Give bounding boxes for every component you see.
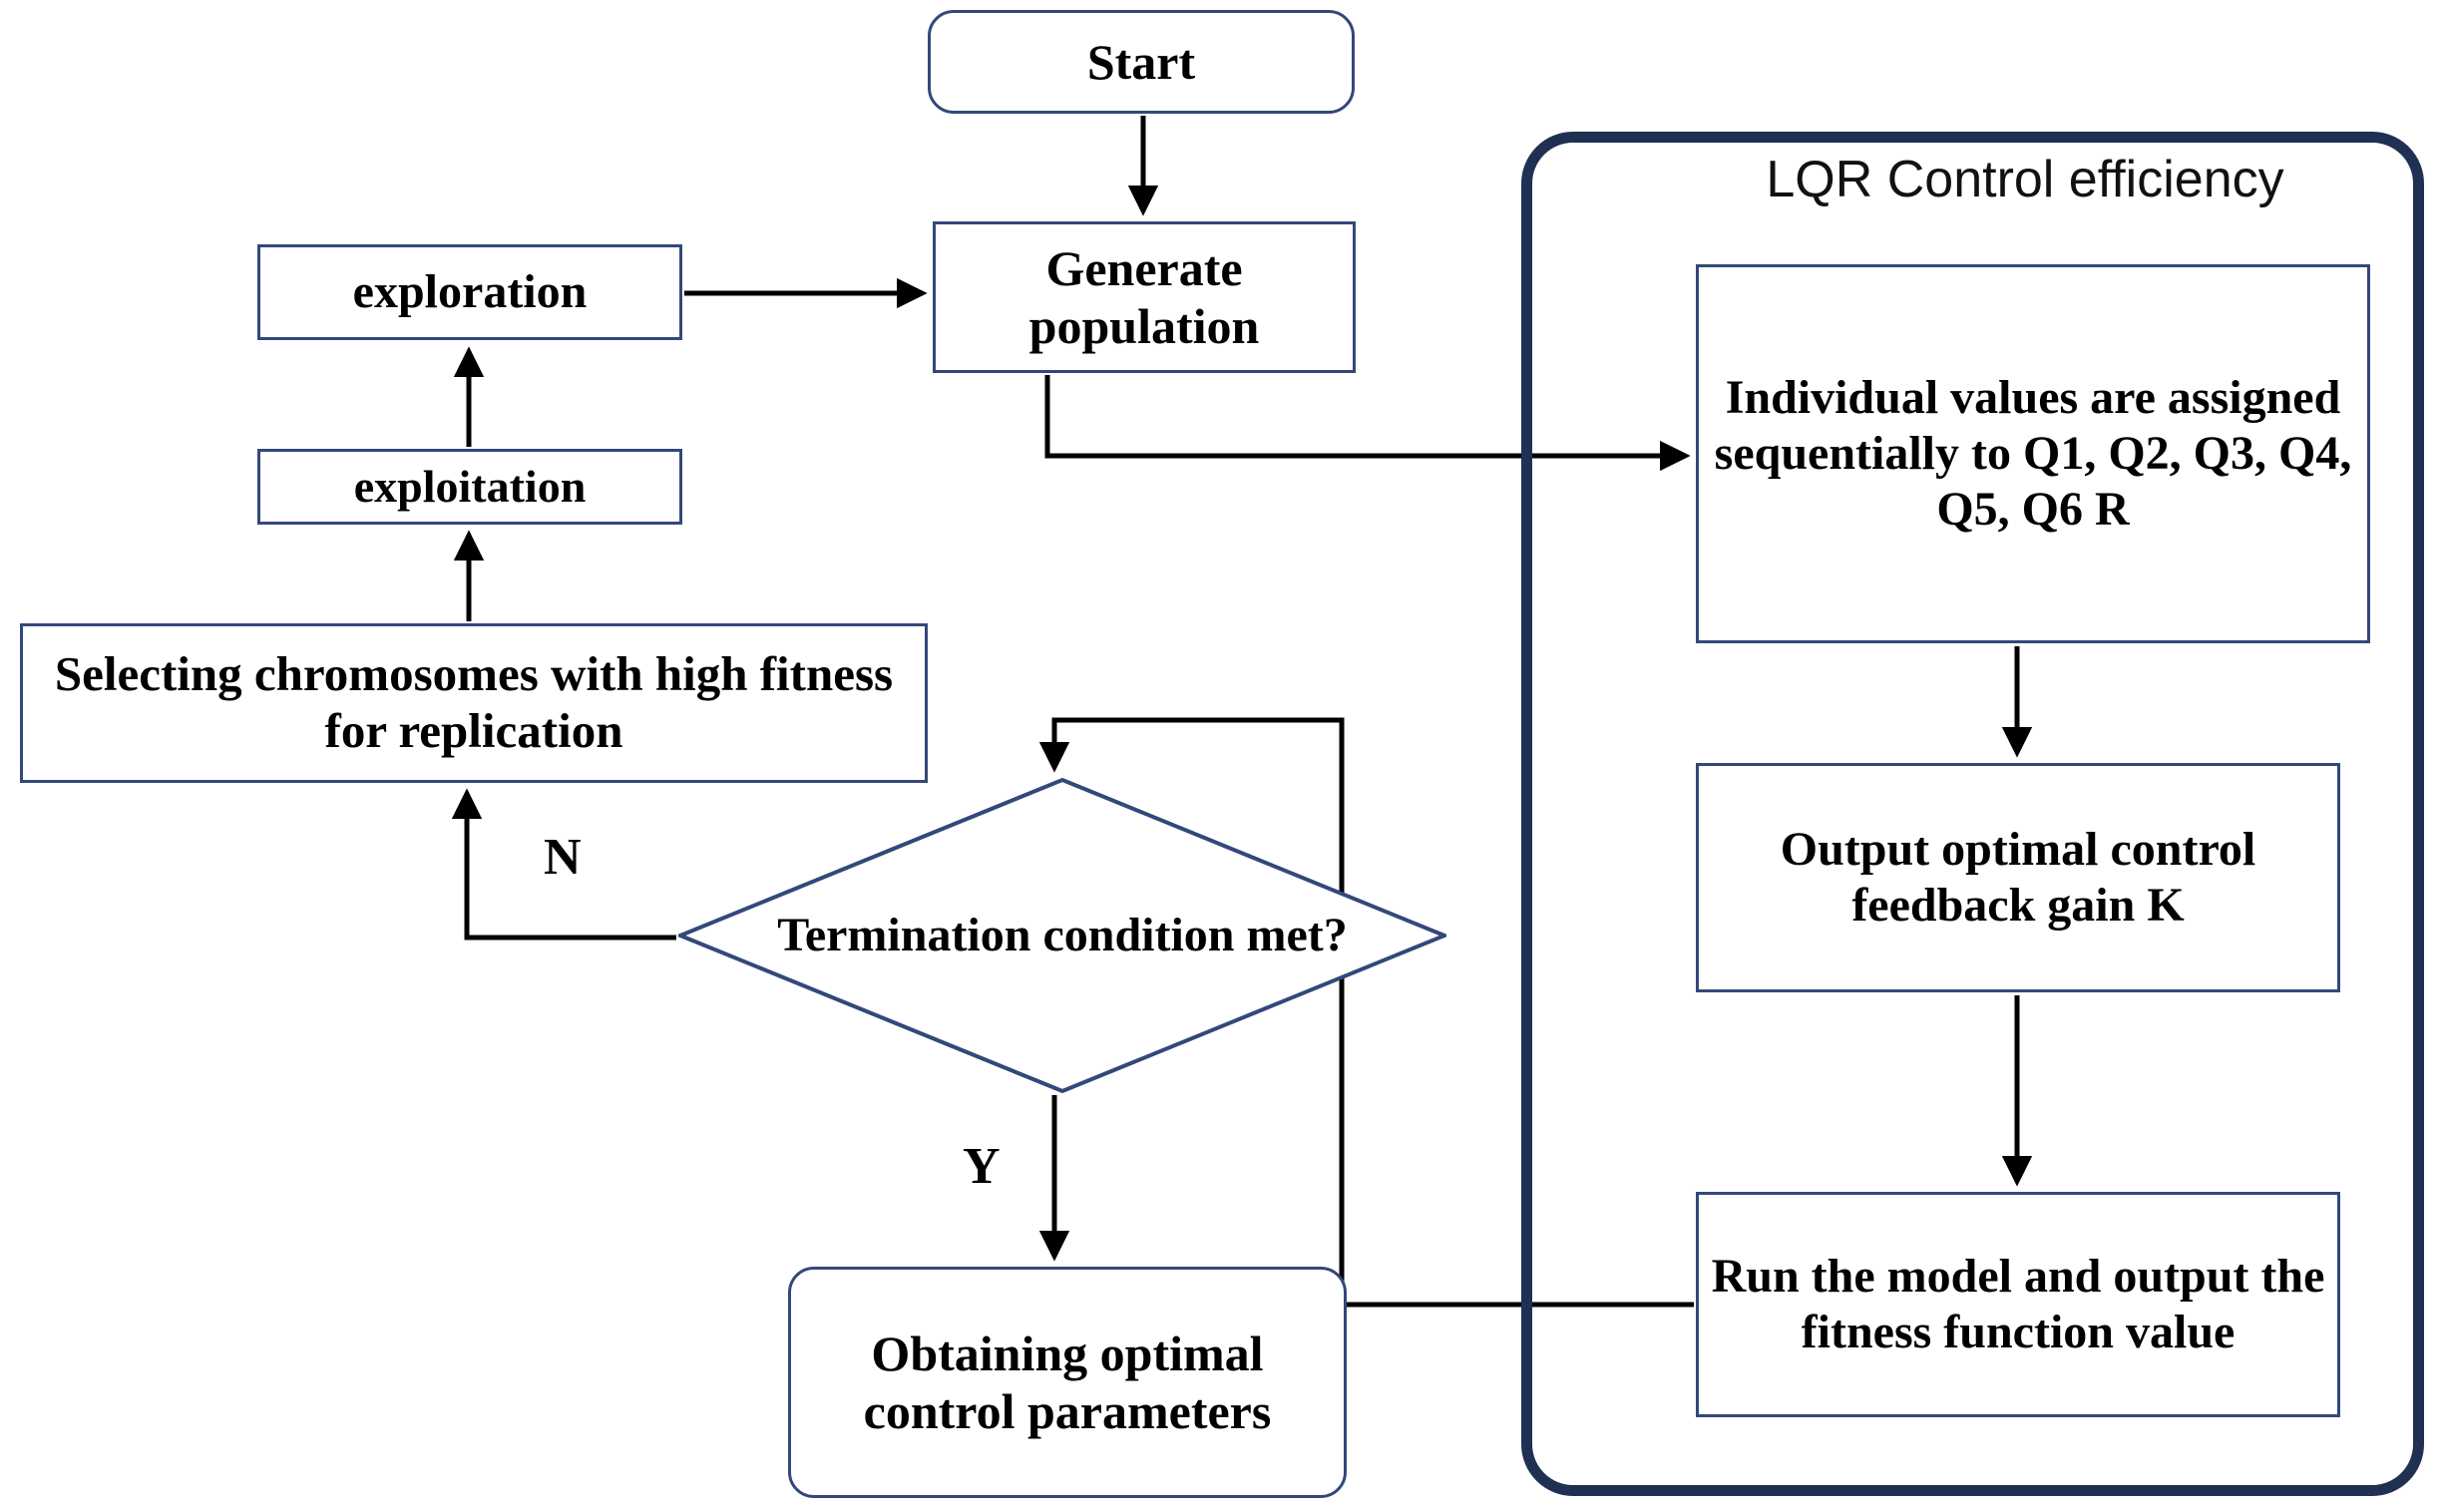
- node-output-feedback-gain[interactable]: Output optimal control feedback gain K: [1696, 763, 2340, 992]
- edge-run-to-termination: [1038, 717, 1694, 1308]
- lqr-group-label: LQR Control efficiency: [1766, 151, 2284, 208]
- node-exploitation-label: exploitation: [353, 461, 587, 513]
- node-individual-values-label: Individual values are assigned sequentia…: [1714, 371, 2352, 536]
- node-termination-condition-label: Termination condition met?: [777, 909, 1348, 962]
- node-start[interactable]: Start: [928, 10, 1355, 114]
- node-selecting-chromosomes-label: Selecting chromosomes with high fitness …: [54, 646, 894, 758]
- node-selecting-chromosomes[interactable]: Selecting chromosomes with high fitness …: [20, 623, 928, 783]
- edge-termination-no-to-selecting: [451, 788, 676, 941]
- lqr-group-panel: [1521, 132, 2424, 1496]
- node-run-model[interactable]: Run the model and output the fitness fun…: [1696, 1192, 2340, 1417]
- node-generate-population-label: Generate population: [1028, 240, 1260, 354]
- diamond-shape: [678, 778, 1446, 1093]
- edge-label-yes: Y: [963, 1138, 1001, 1195]
- node-exploration-label: exploration: [352, 265, 588, 319]
- node-start-label: Start: [1086, 34, 1196, 90]
- node-exploitation[interactable]: exploitation: [257, 449, 682, 525]
- edge-label-no: N: [544, 829, 582, 886]
- edge-generate-to-individual: [1044, 375, 1691, 472]
- node-obtaining-parameters-label: Obtaining optimal control parameters: [863, 1325, 1272, 1439]
- node-obtaining-parameters[interactable]: Obtaining optimal control parameters: [788, 1267, 1347, 1498]
- node-run-model-label: Run the model and output the fitness fun…: [1711, 1250, 2325, 1358]
- node-generate-population[interactable]: Generate population: [933, 221, 1356, 373]
- node-output-feedback-gain-label: Output optimal control feedback gain K: [1780, 823, 2256, 932]
- node-individual-values[interactable]: Individual values are assigned sequentia…: [1696, 264, 2370, 643]
- node-exploration[interactable]: exploration: [257, 244, 682, 340]
- node-termination-condition[interactable]: Termination condition met?: [678, 778, 1446, 1093]
